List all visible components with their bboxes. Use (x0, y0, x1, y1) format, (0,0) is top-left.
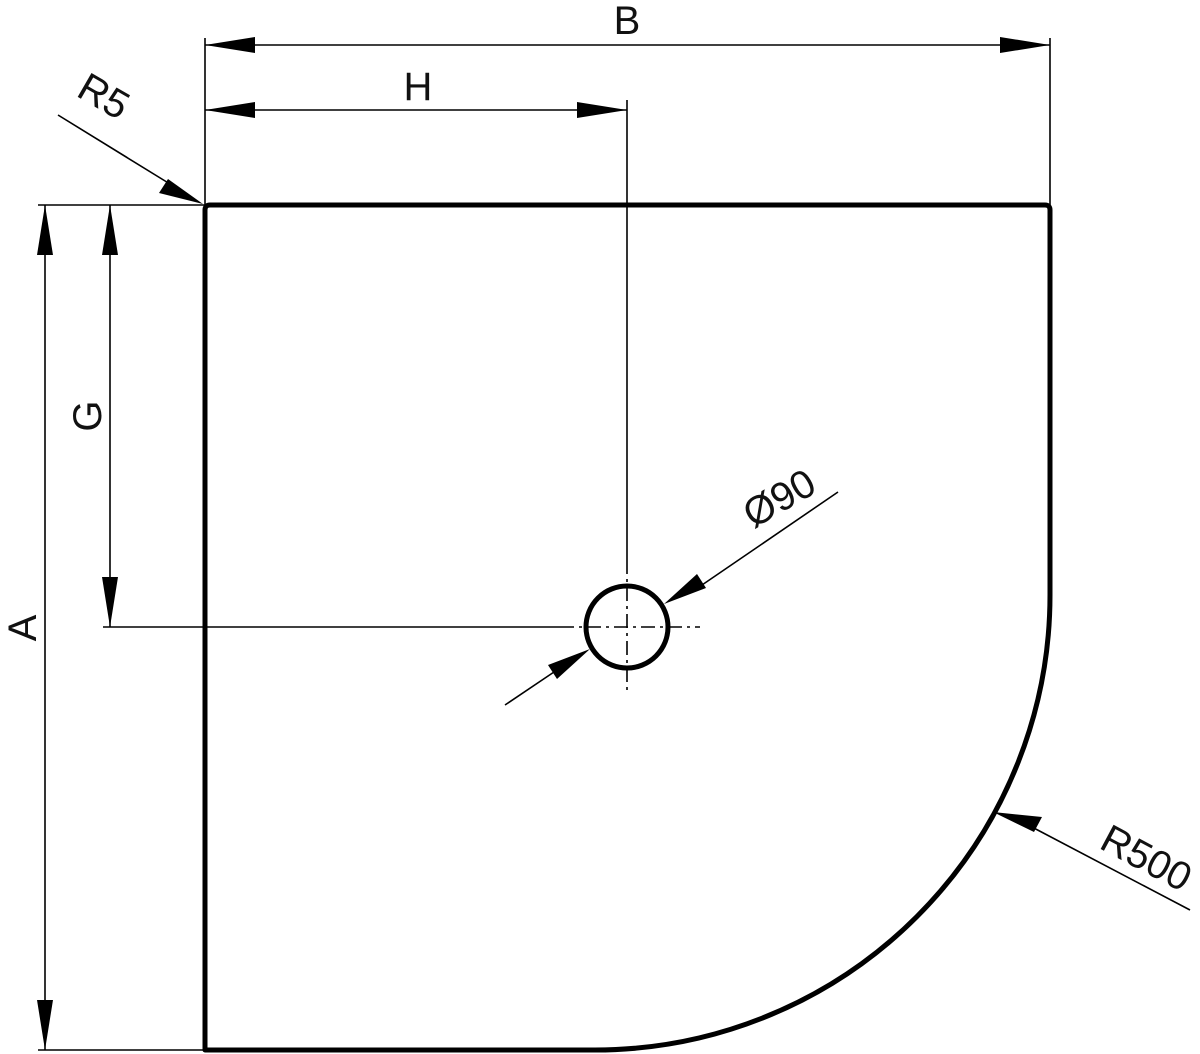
dimension-a-arrow-bottom (37, 1000, 53, 1050)
drain-diameter-arrow-upper (664, 574, 706, 604)
dimension-h-arrow-left (205, 102, 255, 118)
dimension-g-arrow-bottom (102, 577, 118, 627)
dimension-h-arrow-right (577, 102, 627, 118)
dimension-h: H (205, 65, 627, 118)
dimension-g-label: G (66, 400, 110, 431)
dimension-h-label: H (404, 65, 433, 109)
dimension-a-label: A (1, 614, 45, 641)
drain-diameter-callout: Ø90 (504, 461, 839, 706)
dimension-a: A (1, 205, 53, 1050)
dimension-g-arrow-top (102, 205, 118, 255)
radius-r5-callout: R5 (57, 65, 203, 204)
drain-diameter-label: Ø90 (736, 461, 823, 537)
dimension-b: B (205, 0, 1050, 53)
radius-r5-label: R5 (70, 65, 136, 129)
drain-diameter-arrow-lower (548, 649, 590, 679)
dimension-a-arrow-top (37, 205, 53, 255)
dimension-b-arrow-right (1000, 37, 1050, 53)
radius-r500-arrow (993, 812, 1042, 832)
tray-outline (202, 202, 1053, 1053)
dimension-g: G (66, 205, 118, 627)
radius-r5-arrow (159, 179, 203, 204)
radius-r500-callout: R500 (993, 812, 1199, 911)
dimension-b-arrow-left (205, 37, 255, 53)
dimension-b-label: B (614, 0, 641, 43)
